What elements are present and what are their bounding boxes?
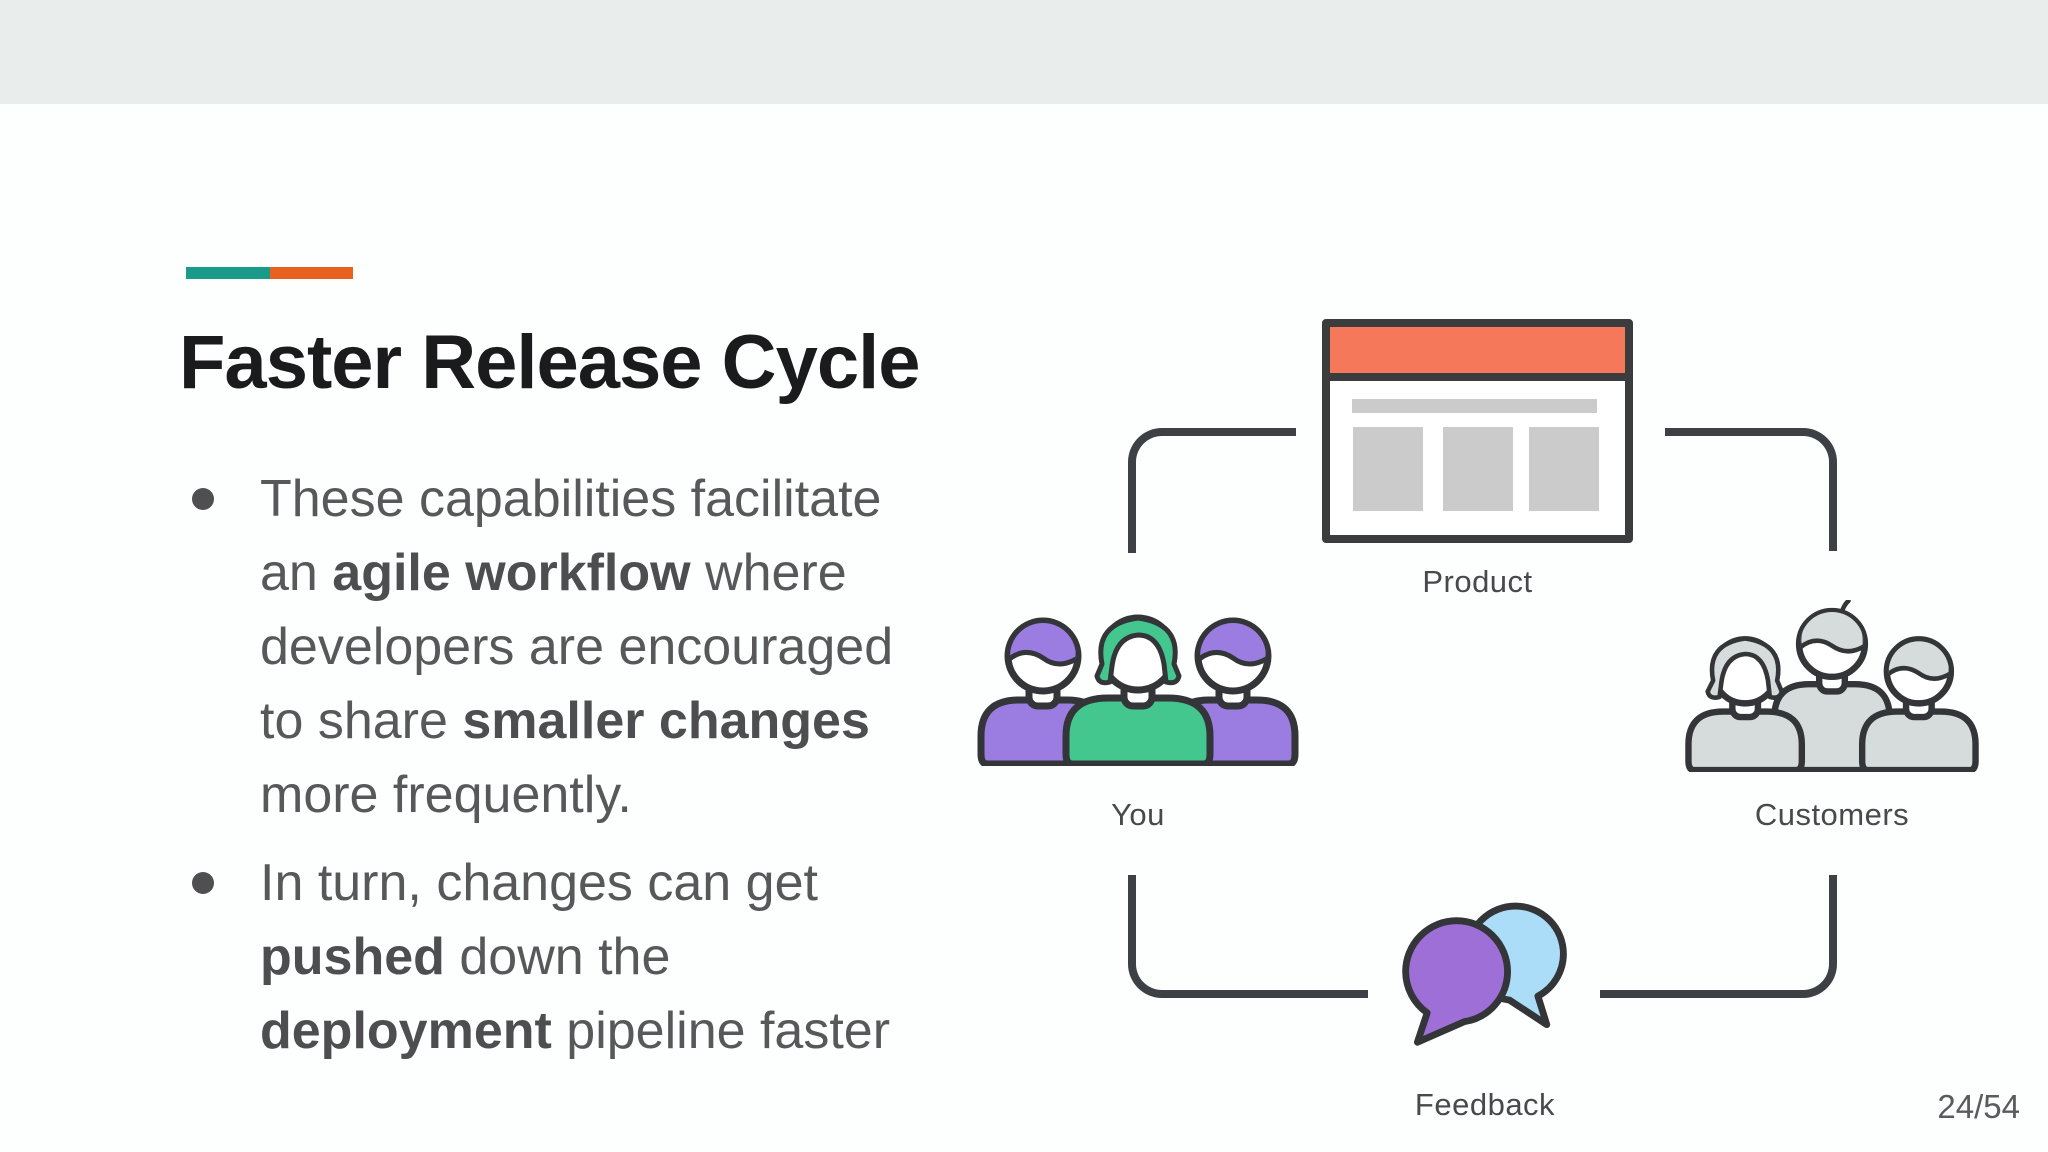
placeholder-column — [1529, 427, 1599, 511]
you-people-group-icon — [977, 614, 1299, 766]
top-bar — [0, 0, 2048, 104]
bullet-list: These capabilities facilitate an agile w… — [190, 462, 970, 1082]
feedback-speech-bubbles-icon — [1402, 902, 1567, 1046]
browser-content — [1330, 381, 1625, 522]
connector-customers-to-feedback — [1600, 875, 1837, 998]
page-indicator: 24/54 — [1937, 1088, 2020, 1125]
placeholder-column — [1353, 427, 1423, 511]
connector-feedback-to-you — [1128, 875, 1368, 998]
page-title: Faster Release Cycle — [179, 320, 920, 405]
title-accent-bar — [186, 267, 353, 279]
browser-titlebar — [1330, 327, 1625, 381]
placeholder-column — [1443, 427, 1513, 511]
bullet-dot — [192, 488, 214, 510]
placeholder-bar — [1352, 399, 1597, 413]
feedback-label: Feedback — [1414, 1087, 1556, 1122]
bullet-text: In turn, changes can get pushed down the… — [260, 854, 891, 1060]
bullet-text: These capabilities facilitate an agile w… — [260, 470, 894, 824]
accent-teal-segment — [186, 267, 270, 279]
product-label: Product — [1422, 564, 1533, 599]
accent-orange-segment — [270, 267, 353, 279]
bullet-dot — [192, 872, 214, 894]
list-item: In turn, changes can get pushed down the… — [190, 846, 970, 1068]
you-label: You — [1111, 797, 1165, 832]
list-item: These capabilities facilitate an agile w… — [190, 462, 970, 832]
customers-people-group-icon — [1685, 600, 1979, 772]
product-window-icon — [1322, 319, 1633, 543]
connector-you-to-product — [1128, 428, 1296, 553]
customers-label: Customers — [1754, 797, 1910, 832]
connector-product-to-customers — [1665, 428, 1837, 551]
